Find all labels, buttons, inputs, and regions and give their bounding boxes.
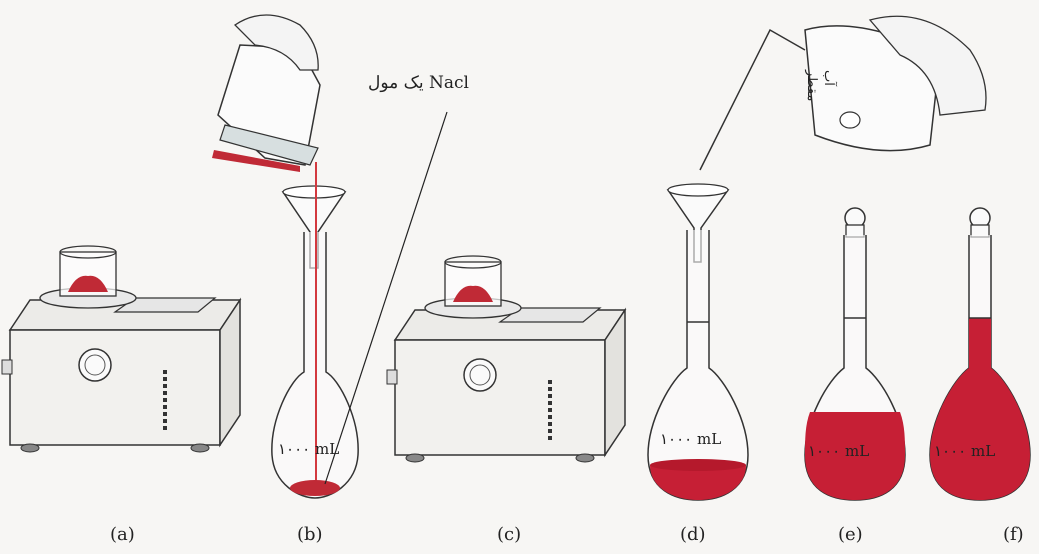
volume-label-f: ۱۰۰۰ mL [934,442,995,460]
caption-e: (e) [838,524,863,545]
hand-with-beaker [212,15,320,172]
flask-d [648,184,748,500]
salt-annotation: یک مول Nacl [368,73,469,93]
caption-c: (c) [497,524,521,545]
volume-label-b: ۱۰۰۰ mL [278,440,339,458]
caption-f: (f) [1003,524,1024,545]
bottle-label-line2: مقطر [804,69,819,101]
balance-a [2,246,240,452]
caption-a: (a) [110,524,135,545]
volume-label-d: ۱۰۰۰ mL [660,430,721,448]
bottle-label-line1: آب [821,70,838,87]
balance-c [387,256,625,462]
caption-d: (d) [680,524,706,545]
volume-label-e: ۱۰۰۰ mL [808,442,869,460]
wash-bottle [700,16,986,170]
caption-b: (b) [297,524,323,545]
